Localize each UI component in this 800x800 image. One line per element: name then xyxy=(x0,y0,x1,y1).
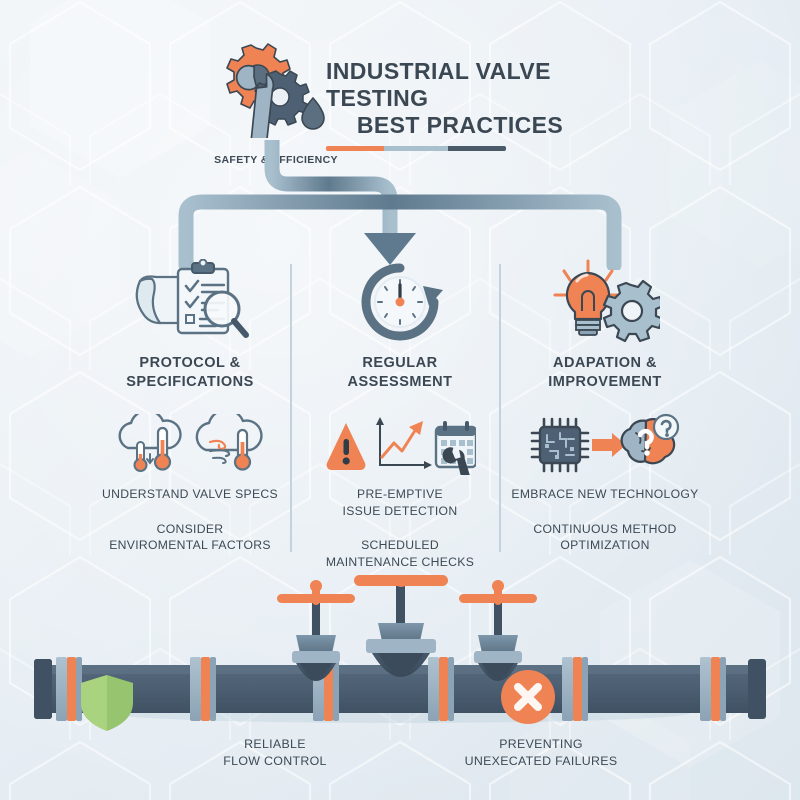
cloud-thermometer-weather-icon xyxy=(90,410,290,480)
title-underline-rule xyxy=(326,146,506,152)
column-2-point-1-line-2: ISSUE DETECTION xyxy=(342,503,458,518)
rule-segment-dark xyxy=(448,146,506,152)
lightbulb-gear-icon xyxy=(505,258,705,346)
column-3-point-1: EMBRACE NEW TECHNOLOGY xyxy=(505,486,705,502)
clipboard-checklist-magnifier-icon xyxy=(90,258,290,346)
column-3-point-2: CONTINUOUS METHOD OPTIMIZATION xyxy=(505,521,705,554)
column-adaptation-improvement: ADAPATION & IMPROVEMENT xyxy=(505,258,705,554)
page-title-line-1: INDUSTRIAL VALVE TESTING xyxy=(326,58,551,112)
column-2-point-2-line-1: SCHEDULED xyxy=(361,538,439,553)
column-1-heading-line-2: SPECIFICATIONS xyxy=(126,374,254,391)
column-1-point-2: CONSIDER ENVIROMENTAL FACTORS xyxy=(90,521,290,554)
page-title-line-2: BEST PRACTICES xyxy=(356,112,564,139)
clock-refresh-icon xyxy=(300,258,500,346)
gate-valve-right xyxy=(459,580,537,681)
gear-wrench-droplet-icon xyxy=(226,43,325,138)
footer-label-1-line-1: RELIABLE xyxy=(244,737,306,751)
rule-segment-orange xyxy=(326,146,384,152)
footer-label-1-line-2: FLOW CONTROL xyxy=(223,753,327,768)
gate-valve-center xyxy=(354,575,448,677)
column-1-point-1: UNDERSTAND VALVE SPECS xyxy=(90,486,290,502)
column-2-point-1: PRE-EMPTIVE ISSUE DETECTION xyxy=(300,486,500,519)
column-2-heading: REGULAR ASSESSMENT xyxy=(300,354,500,392)
column-1-point-2-line-1: CONSIDER xyxy=(156,521,224,536)
footer-labels: RELIABLE FLOW CONTROL PREVENTING UNEXECA… xyxy=(0,736,800,796)
title-block: INDUSTRIAL VALVE TESTING BEST PRACTICES xyxy=(326,58,656,152)
column-2-point-1-line-1: PRE-EMPTIVE xyxy=(357,487,443,502)
pillars-section: PROTOCOL & SPECIFICATIONS xyxy=(0,258,800,569)
column-3-point-1-line-1: EMBRACE NEW TECHNOLOGY xyxy=(511,487,699,502)
column-1-heading: PROTOCOL & SPECIFICATIONS xyxy=(90,354,290,392)
column-2-point-2-line-2: MAINTENANCE CHECKS xyxy=(325,554,475,569)
column-divider-1 xyxy=(290,264,292,552)
column-3-heading-line-2: IMPROVEMENT xyxy=(548,374,662,391)
x-circle-icon xyxy=(501,670,555,724)
footer-label-reliable-flow-control: RELIABLE FLOW CONTROL xyxy=(155,736,395,769)
footer-label-2-line-2: UNEXECATED FAILURES xyxy=(464,753,618,768)
column-1-point-2-line-2: ENVIROMENTAL FACTORS xyxy=(109,538,271,553)
column-3-point-2-line-2: OPTIMIZATION xyxy=(560,538,650,553)
pipeline-gate-valves-icon xyxy=(34,575,766,731)
column-1-point-1-line-1: UNDERSTAND VALVE SPECS xyxy=(102,487,278,502)
column-3-heading: ADAPATION & IMPROVEMENT xyxy=(505,354,705,392)
column-1-heading-line-1: PROTOCOL & xyxy=(139,355,241,371)
chip-arrow-brain-icon xyxy=(505,410,705,480)
column-divider-2 xyxy=(499,264,501,552)
footer-label-preventing-failures: PREVENTING UNEXECATED FAILURES xyxy=(421,736,661,769)
alert-chart-calendar-icon xyxy=(300,410,500,480)
column-regular-assessment: REGULAR ASSESSMENT xyxy=(300,258,500,570)
rule-segment-light xyxy=(383,146,449,152)
shield-icon xyxy=(81,675,133,731)
column-3-heading-line-1: ADAPATION & xyxy=(552,355,658,371)
column-2-heading-line-2: ASSESSMENT xyxy=(347,374,453,391)
column-2-point-2: SCHEDULED MAINTENANCE CHECKS xyxy=(300,537,500,570)
column-protocol-specifications: PROTOCOL & SPECIFICATIONS xyxy=(90,258,290,554)
header: SAFETY & EFFICIENCY INDUSTRIAL VALVE TES… xyxy=(0,30,800,166)
gate-valve-left xyxy=(277,580,355,681)
column-3-point-2-line-1: CONTINUOUS METHOD xyxy=(533,521,677,536)
branching-arrow-down-icon xyxy=(178,140,622,270)
column-2-heading-line-1: REGULAR xyxy=(362,355,438,371)
footer-label-2-line-1: PREVENTING xyxy=(499,737,583,751)
